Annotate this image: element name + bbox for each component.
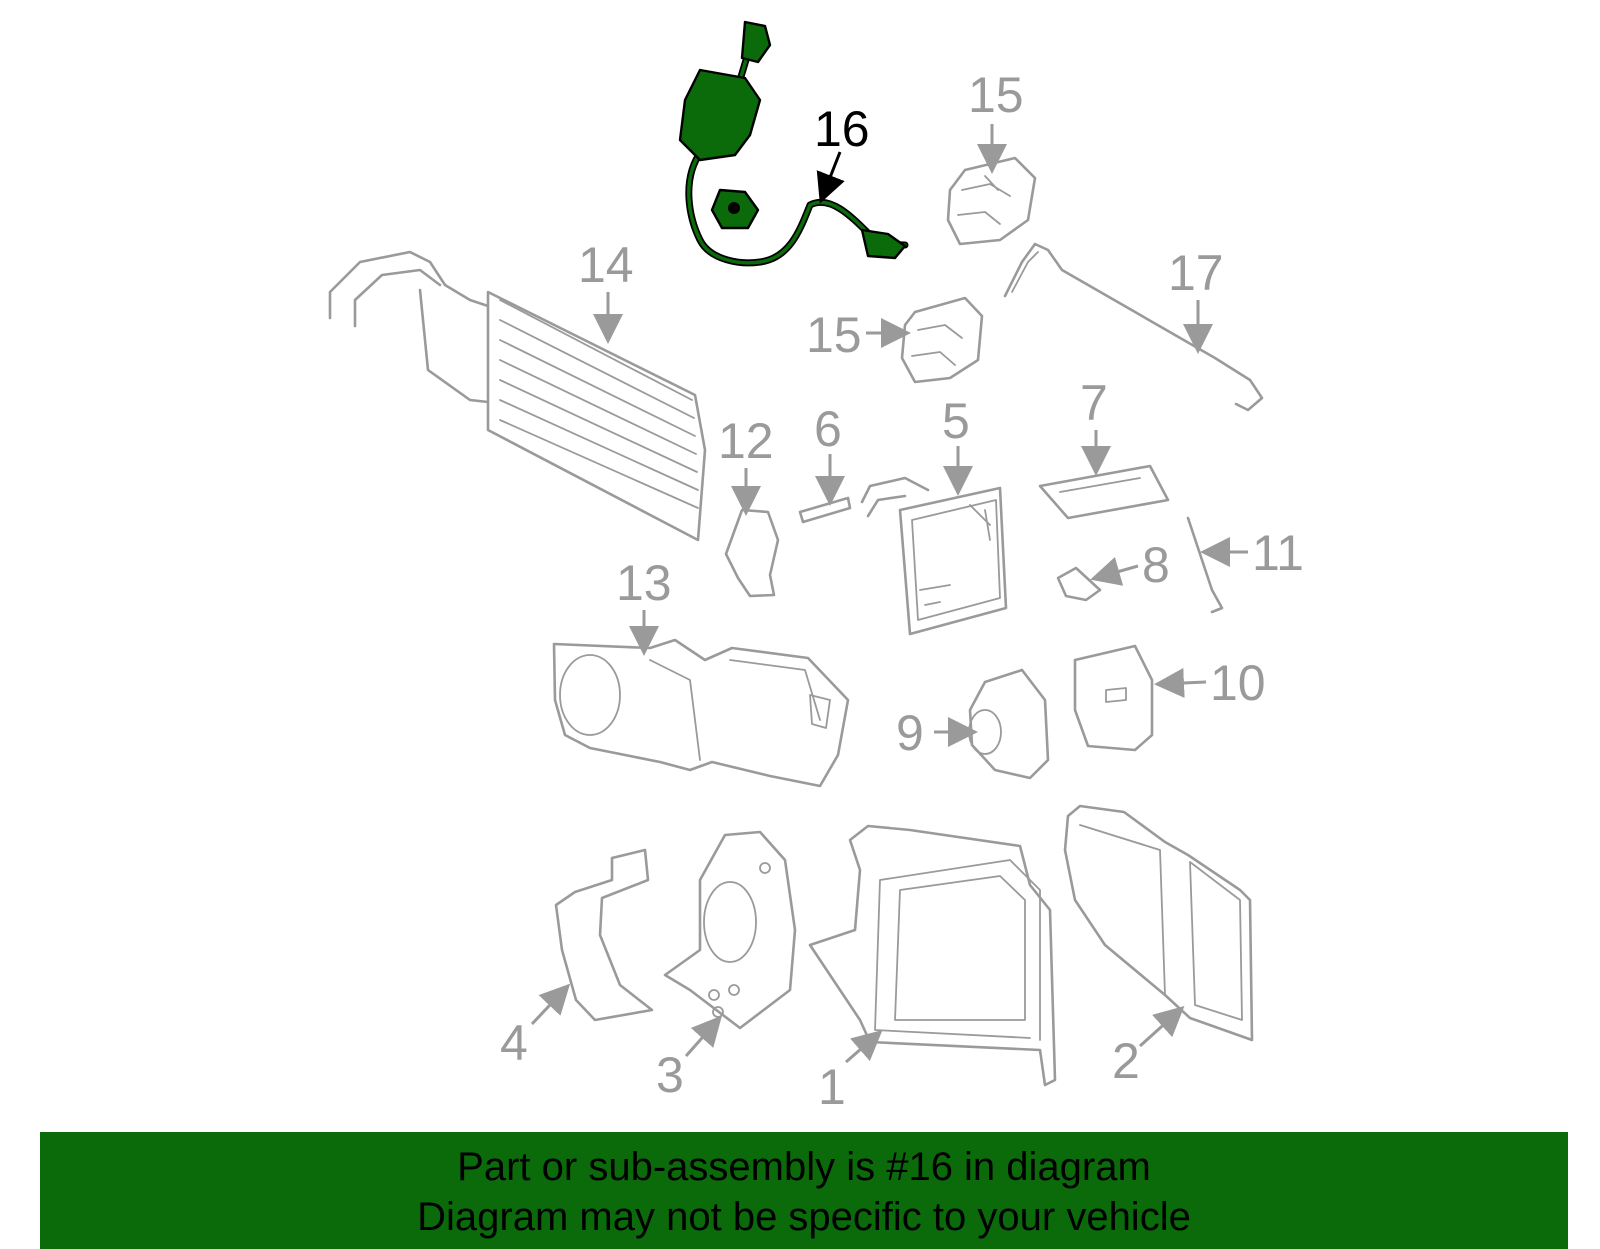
part-6-seal[interactable]: [798, 496, 852, 524]
callout-6: 6: [814, 401, 842, 457]
callout-17: 17: [1168, 245, 1224, 301]
callout-10: 10: [1210, 655, 1266, 711]
part-11-wire[interactable]: [1186, 516, 1224, 614]
part-13-case-section[interactable]: [552, 638, 850, 788]
callout-11: 11: [1252, 525, 1304, 581]
part-15-actuator-upper[interactable]: [946, 156, 1037, 246]
part-5-evaporator[interactable]: [860, 476, 1008, 636]
callout-2: 2: [1112, 1033, 1140, 1089]
callout-16: 16: [814, 101, 870, 157]
part-7-cover[interactable]: [1038, 464, 1170, 520]
banner-line-disclaimer: Diagram may not be specific to your vehi…: [417, 1195, 1191, 1239]
part-4-seal[interactable]: [554, 848, 654, 1022]
part-9-blower-motor[interactable]: [968, 668, 1050, 780]
callout-1: 1: [818, 1059, 846, 1115]
part-16-wiring-harness[interactable]: [678, 20, 909, 267]
part-1-lower-case[interactable]: [808, 824, 1057, 1087]
part-2-case-half[interactable]: [1063, 804, 1254, 1042]
callout-15-upper: 15: [968, 67, 1024, 123]
part-10-blower-wheel[interactable]: [1073, 644, 1154, 752]
callout-5: 5: [942, 393, 970, 449]
callout-15-lower: 15: [806, 307, 862, 363]
callout-7: 7: [1080, 375, 1108, 431]
part-15-actuator-lower[interactable]: [900, 296, 984, 384]
part-3-scroll-housing[interactable]: [663, 830, 797, 1030]
part-8-clip[interactable]: [1056, 566, 1102, 602]
callout-3: 3: [656, 1047, 684, 1103]
callout-12: 12: [718, 413, 774, 469]
part-17-cable[interactable]: [1003, 242, 1264, 412]
callout-8: 8: [1142, 537, 1170, 593]
callouts: 16 15 15 17 14 12 6 5 7 8 11 13 10 9 4 3: [500, 67, 1304, 1115]
info-banner: Part or sub-assembly is #16 in diagram D…: [40, 1132, 1568, 1249]
callout-14: 14: [578, 237, 634, 293]
part-12-gasket[interactable]: [724, 508, 780, 598]
callout-4: 4: [500, 1015, 528, 1071]
part-14-heater-core[interactable]: [328, 250, 707, 542]
parts-diagram: 16 15 15 17 14 12 6 5 7 8 11 13 10 9 4 3: [328, 20, 1304, 1115]
callout-13: 13: [616, 555, 672, 611]
callout-9: 9: [896, 705, 924, 761]
banner-line-part-number: Part or sub-assembly is #16 in diagram: [457, 1145, 1151, 1189]
